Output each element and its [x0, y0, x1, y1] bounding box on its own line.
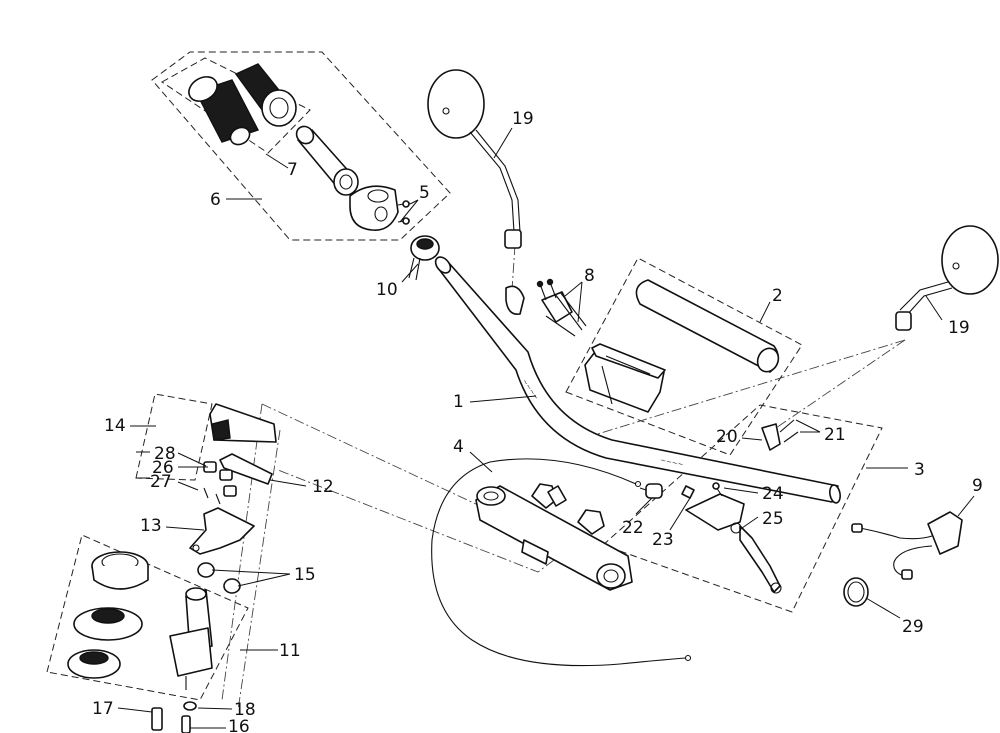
mirror-left — [427, 69, 522, 249]
callout-14: 14 — [104, 416, 126, 436]
callout-9: 9 — [972, 476, 983, 496]
group-6-boundary — [151, 51, 451, 241]
callout-19-left: 19 — [512, 109, 534, 129]
mirror-right — [895, 225, 999, 331]
callout-29: 29 — [902, 617, 924, 637]
cable-guide — [408, 235, 440, 281]
callout-2: 2 — [772, 286, 783, 306]
callout-10: 10 — [376, 280, 398, 300]
handlebar-pad — [635, 279, 780, 373]
callout-21: 21 — [824, 425, 846, 445]
callout-28: 28 — [154, 444, 176, 464]
throttle-tube — [295, 125, 359, 196]
triple-clamp — [475, 483, 633, 591]
grip-pair — [188, 63, 297, 146]
callout-11: 11 — [279, 641, 301, 661]
switch-assembly — [505, 278, 587, 337]
callout-labels: 1 2 3 4 5 6 7 8 9 10 11 12 13 14 15 16 1… — [92, 109, 983, 733]
instrument-cluster — [584, 343, 666, 413]
callout-15: 15 — [294, 565, 316, 585]
callout-16: 16 — [228, 717, 250, 733]
callout-18: 18 — [234, 700, 256, 720]
callout-24: 24 — [762, 484, 784, 504]
leader-lines — [117, 127, 975, 729]
callout-5: 5 — [419, 183, 430, 203]
callout-25: 25 — [762, 509, 784, 529]
callout-3: 3 — [914, 460, 925, 480]
throttle-housing — [349, 185, 399, 231]
group-2-boundary — [565, 257, 803, 456]
callout-22: 22 — [622, 518, 644, 538]
bolts-16-18 — [151, 701, 197, 733]
group-14-boundary — [135, 393, 213, 481]
bracket-12 — [219, 453, 273, 485]
key-switch-cover — [209, 403, 277, 443]
callout-8: 8 — [584, 266, 595, 286]
ignition-lock-barrel — [169, 587, 213, 690]
cable-clip — [843, 577, 869, 607]
rubber-grommets-15 — [197, 562, 241, 594]
callout-19-right: 19 — [948, 318, 970, 338]
fuel-cap-assembly — [67, 551, 149, 679]
callout-20: 20 — [716, 427, 738, 447]
right-switch — [851, 511, 963, 580]
lever-assembly — [639, 419, 799, 594]
callout-6: 6 — [210, 190, 221, 210]
callout-4: 4 — [453, 437, 464, 457]
callout-23: 23 — [652, 530, 674, 550]
group-11-boundary — [46, 534, 249, 701]
bracket-13 — [189, 507, 255, 555]
callout-26: 26 — [152, 458, 174, 478]
callout-7: 7 — [287, 160, 298, 180]
callout-12: 12 — [312, 477, 334, 497]
group-3-boundary — [602, 404, 883, 613]
clutch-cable — [431, 458, 692, 667]
callout-13: 13 — [140, 516, 162, 536]
callout-17: 17 — [92, 699, 114, 719]
callout-27: 27 — [150, 472, 172, 492]
callout-1: 1 — [453, 392, 464, 412]
small-hardware-26-28 — [203, 461, 237, 505]
